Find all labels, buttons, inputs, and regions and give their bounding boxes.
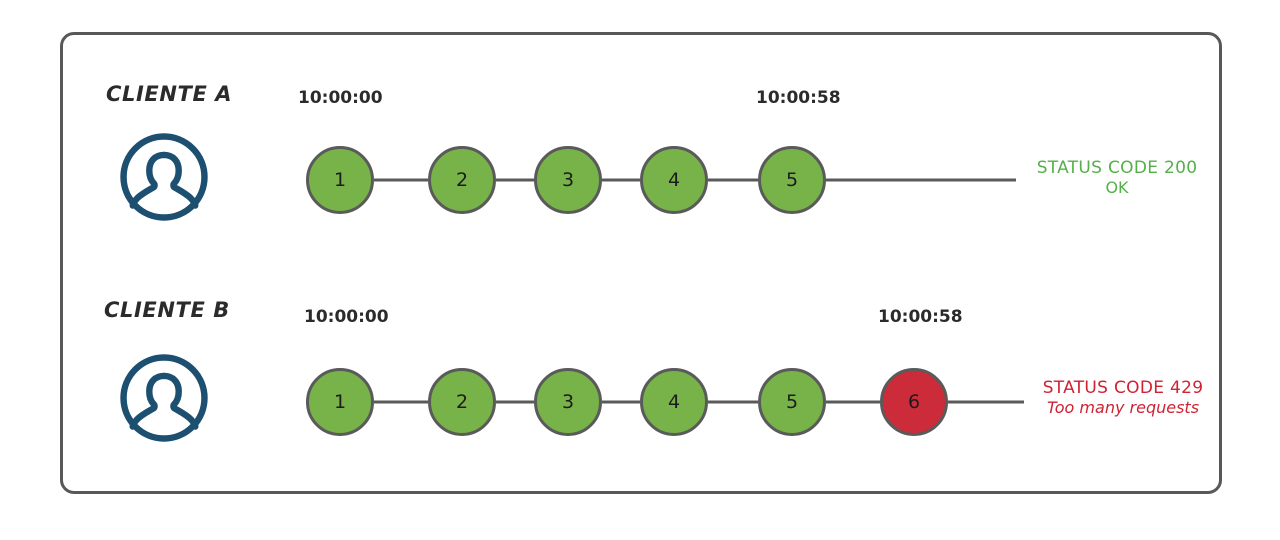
connector-4-5 [708,178,758,182]
request-node-label: 5 [785,169,799,191]
connector-5-status [826,178,1016,182]
request-node-blocked[interactable]: 6 [880,368,948,436]
request-node-label: 3 [561,169,575,191]
request-node[interactable]: 1 [306,146,374,214]
row-a-end-time: 10:00:58 [756,88,841,108]
request-node[interactable]: 2 [428,368,496,436]
request-node[interactable]: 5 [758,368,826,436]
request-node[interactable]: 2 [428,146,496,214]
connector-4-5 [708,400,758,404]
request-node[interactable]: 4 [640,368,708,436]
connector-1-2 [374,400,428,404]
request-node-label: 6 [907,391,921,413]
request-node[interactable]: 1 [306,368,374,436]
connector-1-2 [374,178,428,182]
row-a-status-badge: STATUS CODE 200 OK [1022,158,1212,197]
row-b-end-time: 10:00:58 [878,307,963,327]
request-node[interactable]: 3 [534,146,602,214]
row-b-start-time: 10:00:00 [304,307,389,327]
client-b-label: CLIENTE B [104,298,230,322]
connector-6-status [948,400,1024,404]
connector-5-6 [826,400,880,404]
user-avatar-icon [118,131,210,223]
request-node[interactable]: 4 [640,146,708,214]
connector-3-4 [602,178,640,182]
request-node[interactable]: 5 [758,146,826,214]
request-node-label: 1 [333,169,347,191]
connector-2-3 [496,400,534,404]
connector-3-4 [602,400,640,404]
client-a-label: CLIENTE A [106,82,233,106]
row-a-start-time: 10:00:00 [298,88,383,108]
row-b-status-code: STATUS CODE 429 [1042,378,1204,398]
diagram-frame [60,32,1222,494]
request-node-label: 4 [667,169,681,191]
row-a-request-chain: 1 2 3 4 5 [306,144,1016,216]
request-node-label: 3 [561,391,575,413]
request-node[interactable]: 3 [534,368,602,436]
row-b-request-chain: 1 2 3 4 5 6 [306,366,1026,438]
row-b-status-message: Too many requests [1046,398,1200,417]
request-node-label: 2 [455,391,469,413]
connector-2-3 [496,178,534,182]
request-node-label: 1 [333,391,347,413]
row-a-status-message: OK [1105,178,1129,197]
row-b-status-badge: STATUS CODE 429 Too many requests [1028,378,1218,417]
row-a-status-code: STATUS CODE 200 [1036,158,1198,178]
request-node-label: 5 [785,391,799,413]
request-node-label: 4 [667,391,681,413]
user-avatar-icon [118,352,210,444]
request-node-label: 2 [455,169,469,191]
